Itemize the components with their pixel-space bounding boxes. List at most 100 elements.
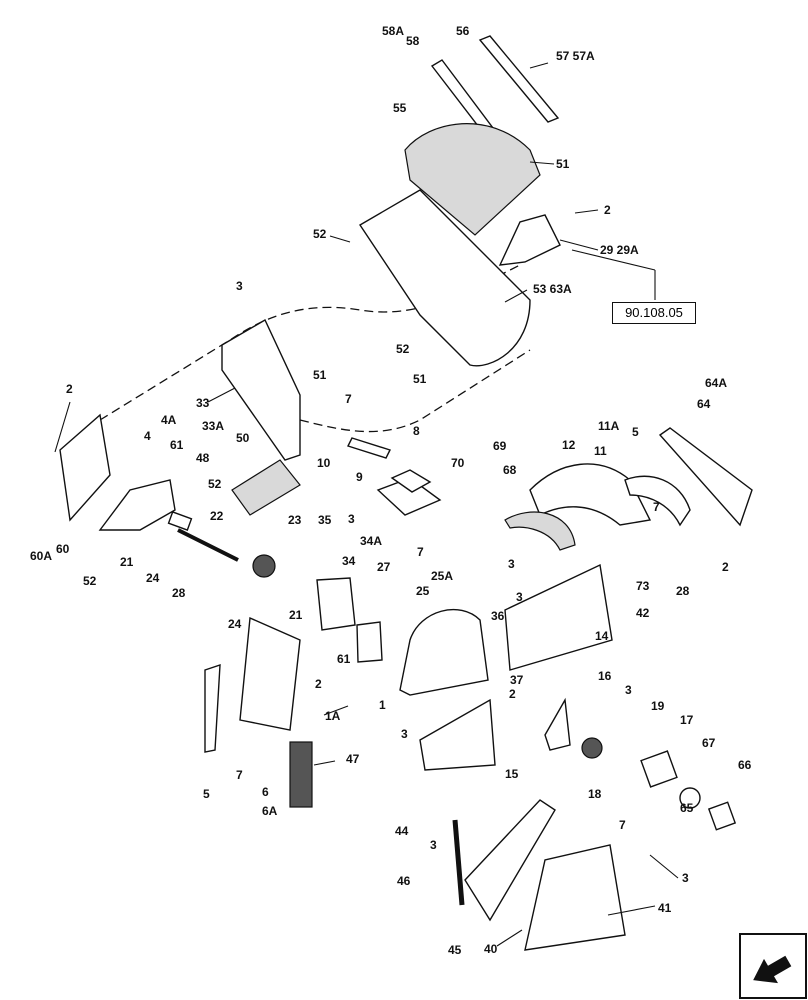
callout-label: 8	[413, 424, 420, 438]
callout-label: 3	[401, 727, 408, 741]
callout-label: 28	[172, 586, 186, 600]
callout-label: 52	[396, 342, 410, 356]
callout-label: 55	[393, 101, 407, 115]
callout-label: 29 29A	[600, 243, 639, 257]
callout-label: 16	[598, 669, 612, 683]
callout-label: 7	[345, 392, 352, 406]
callout-label: 18	[588, 787, 602, 801]
callout-label: 34A	[360, 534, 382, 548]
callout-label: 52	[83, 574, 97, 588]
part-25	[356, 621, 383, 663]
callout-label: 35	[318, 513, 332, 527]
callout-label: 3	[625, 683, 632, 697]
callout-label: 2	[604, 203, 611, 217]
callout-label: 47	[346, 752, 360, 766]
strip-46	[452, 819, 465, 906]
callout-label: 60A	[30, 549, 52, 563]
callout-label: 3	[516, 590, 523, 604]
callout-label: 19	[651, 699, 665, 713]
callout-label: 67	[702, 736, 716, 750]
part-15	[544, 697, 571, 751]
strip-57	[478, 35, 560, 123]
callout-label: 25	[416, 584, 430, 598]
panel-44	[419, 698, 496, 771]
callout-label: 66	[738, 758, 752, 772]
callout-label: 9	[356, 470, 363, 484]
callout-label: 33	[196, 396, 210, 410]
callout-label: 61	[337, 652, 351, 666]
callout-label: 7	[619, 818, 626, 832]
callout-label: 11	[594, 444, 607, 458]
callout-label: 6A	[262, 804, 278, 818]
callout-label: 12	[562, 438, 576, 452]
callout-label: 7	[653, 500, 660, 514]
panel-42	[504, 563, 613, 671]
callout-label: 61	[170, 438, 184, 452]
callout-label: 2	[509, 687, 516, 701]
plate-34	[316, 577, 356, 631]
callout-label: 57 57A	[556, 49, 595, 63]
callout-label: 2	[722, 560, 729, 574]
callout-label: 41	[658, 901, 672, 915]
callout-label: 21	[289, 608, 303, 622]
callout-label: 27	[377, 560, 391, 574]
callout-label: 3	[682, 871, 689, 885]
callout-label: 21	[120, 555, 134, 569]
panel-45	[464, 799, 556, 922]
callout-label: 3	[348, 512, 355, 526]
navigation-arrow-button[interactable]	[739, 933, 807, 999]
callout-label: 4	[144, 429, 151, 443]
callout-label: 4A	[161, 413, 177, 427]
reference-box[interactable]: 90.108.05	[612, 302, 696, 324]
callout-label: 3	[508, 557, 515, 571]
sprocket-23	[252, 554, 276, 578]
callout-label: 17	[680, 713, 694, 727]
callout-label: 6	[262, 785, 269, 799]
callout-label: 33A	[202, 419, 224, 433]
callout-label: 65	[680, 801, 694, 815]
leader-lines	[54, 62, 679, 947]
callout-label: 69	[493, 439, 507, 453]
callout-label: 68	[503, 463, 517, 477]
callout-label: 52	[313, 227, 327, 241]
bushing-24	[167, 511, 193, 531]
callout-label: 50	[236, 431, 250, 445]
part-10	[347, 437, 391, 459]
callout-label: 3	[236, 279, 243, 293]
callout-label: 60	[56, 542, 70, 556]
panel-64	[658, 427, 753, 527]
brush-47	[289, 741, 313, 808]
callout-label: 48	[196, 451, 210, 465]
bracket-60	[98, 479, 176, 531]
shaft-28	[177, 528, 239, 562]
callout-label: 58	[406, 34, 420, 48]
callout-label: 28	[676, 584, 690, 598]
callout-label: 3	[430, 838, 437, 852]
callout-label: 56	[456, 24, 470, 38]
callout-label: 1	[379, 698, 386, 712]
fender-11	[529, 463, 652, 526]
callout-label: 34	[342, 554, 356, 568]
flange-66	[707, 801, 737, 831]
callout-label: 10	[317, 456, 331, 470]
callout-label: 14	[595, 629, 609, 643]
callout-label: 44	[395, 824, 409, 838]
callout-label: 1A	[325, 709, 341, 723]
flange-67	[640, 750, 678, 788]
callout-label: 51	[556, 157, 570, 171]
callout-label: 37	[510, 673, 524, 687]
callout-label: 15	[505, 767, 519, 781]
callout-label: 53 63A	[533, 282, 572, 296]
callout-label: 24	[146, 571, 160, 585]
bearing-18	[581, 737, 603, 759]
callout-label: 45	[448, 943, 462, 957]
ring-65	[679, 787, 701, 809]
callout-label: 64A	[705, 376, 727, 390]
callout-label: 23	[288, 513, 302, 527]
panel-40	[524, 844, 626, 951]
callout-label: 58A	[382, 24, 404, 38]
bracket-29	[498, 214, 561, 266]
callout-label: 2	[66, 382, 73, 396]
